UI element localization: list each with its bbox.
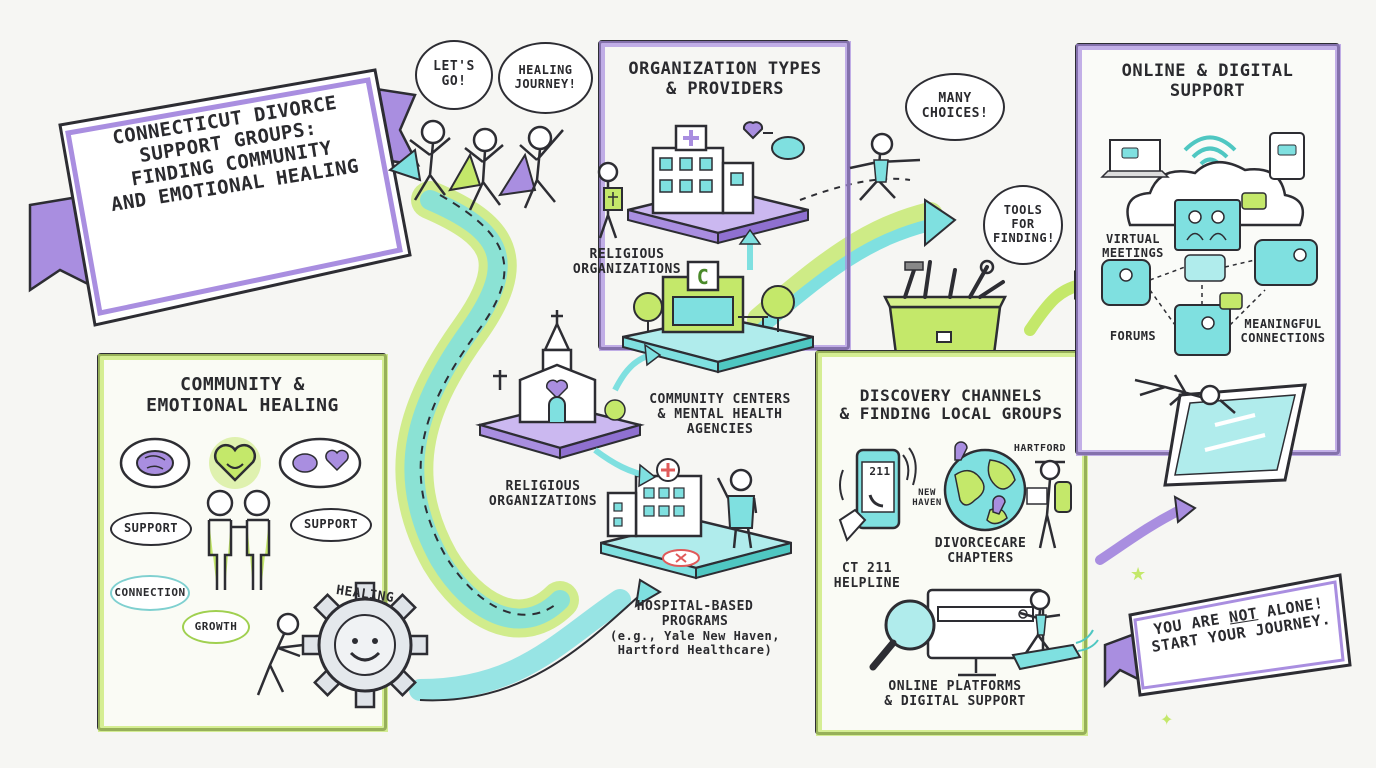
healing-gear-icon	[301, 581, 429, 709]
healing-journey-bubble: HEALING JOURNEY!	[498, 42, 593, 114]
tablet-dive-illustration	[1134, 374, 1307, 487]
tools-bubble: TOOLS FOR FINDING!	[983, 185, 1063, 265]
svg-text:✦: ✦	[1160, 710, 1173, 729]
support-right-label: SUPPORT	[290, 508, 372, 542]
religious-organizations-bottom-label: RELIGIOUS ORGANIZATIONS	[488, 479, 598, 509]
community-center-sign: C	[696, 265, 710, 289]
connection-label: CONNECTION	[110, 575, 190, 611]
brain-heart-thought-clouds	[119, 437, 362, 489]
meaningful-connections-label: MEANINGFUL CONNECTIONS	[1240, 317, 1326, 345]
online-title: ONLINE & DIGITAL SUPPORT	[1121, 61, 1294, 101]
helpline-phone-icon	[838, 447, 917, 542]
ct211-label: CT 211 HELPLINE	[833, 561, 901, 591]
org-connector-arrows	[593, 228, 762, 488]
forums-label: FORUMS	[1109, 329, 1157, 343]
jumping-people-illustration	[387, 119, 564, 211]
toolbox-icon	[882, 259, 1008, 364]
hiker-with-map-illustration	[1026, 459, 1072, 549]
surfing-person-illustration	[849, 132, 921, 201]
community-centers-label: COMMUNITY CENTERS & MENTAL HEALTH AGENCI…	[649, 392, 791, 437]
pushing-person-illustration	[256, 612, 304, 696]
person-with-book-illustration	[597, 161, 623, 239]
religious-organizations-top-label: RELIGIOUS ORGANIZATIONS	[572, 247, 682, 277]
hugging-people-illustration	[206, 489, 271, 590]
closing-banner: YOU ARE NOT ALONE! START YOUR JOURNEY.	[1103, 570, 1355, 700]
virtual-meetings-label: VIRTUAL MEETINGS	[1102, 232, 1164, 260]
svg-text:★: ★	[1130, 564, 1146, 585]
search-monitor-icon	[869, 588, 1045, 677]
helpline-number: 211	[869, 465, 891, 478]
hospital-program-icon	[600, 458, 792, 580]
support-left-label: SUPPORT	[110, 512, 192, 546]
hartford-label: HARTFORD	[1013, 443, 1067, 454]
hospital-building-icon	[627, 121, 809, 245]
church-icon	[475, 310, 645, 460]
organizations-title: ORGANIZATION TYPES & PROVIDERS	[628, 59, 822, 99]
community-center-icon	[622, 260, 814, 374]
hospital-programs-label: HOSPITAL-BASED PROGRAMS (e.g., Yale New …	[610, 599, 780, 657]
globe-map-icon	[943, 441, 1027, 532]
new-haven-label: NEW HAVEN	[912, 488, 942, 509]
divorcecare-label: DIVORCECARE CHAPTERS	[934, 536, 1027, 566]
online-platforms-label: ONLINE PLATFORMS & DIGITAL SUPPORT	[884, 679, 1026, 709]
lets-go-bubble: LET'S GO!	[415, 40, 493, 110]
growth-label: GROWTH	[182, 610, 250, 644]
discovery-title: DISCOVERY CHANNELS & FINDING LOCAL GROUP…	[839, 386, 1063, 424]
keyboard-surfer-illustration	[1011, 589, 1099, 671]
cloud-network-illustration	[1100, 132, 1318, 356]
many-choices-bubble: MANY CHOICES!	[905, 73, 1005, 141]
community-title: COMMUNITY & EMOTIONAL HEALING	[146, 374, 339, 416]
title-banner: CONNECTICUT DIVORCE SUPPORT GROUPS: FIND…	[20, 55, 421, 327]
